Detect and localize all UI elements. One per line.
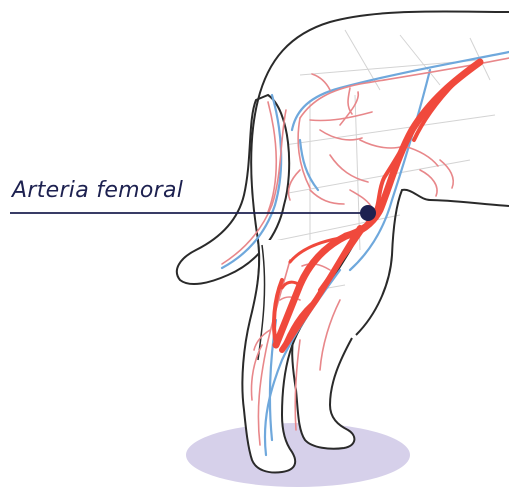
ground-shadow: [186, 423, 410, 487]
callout-dot: [360, 205, 376, 221]
femoral-artery-label: Arteria femoral: [12, 178, 183, 203]
